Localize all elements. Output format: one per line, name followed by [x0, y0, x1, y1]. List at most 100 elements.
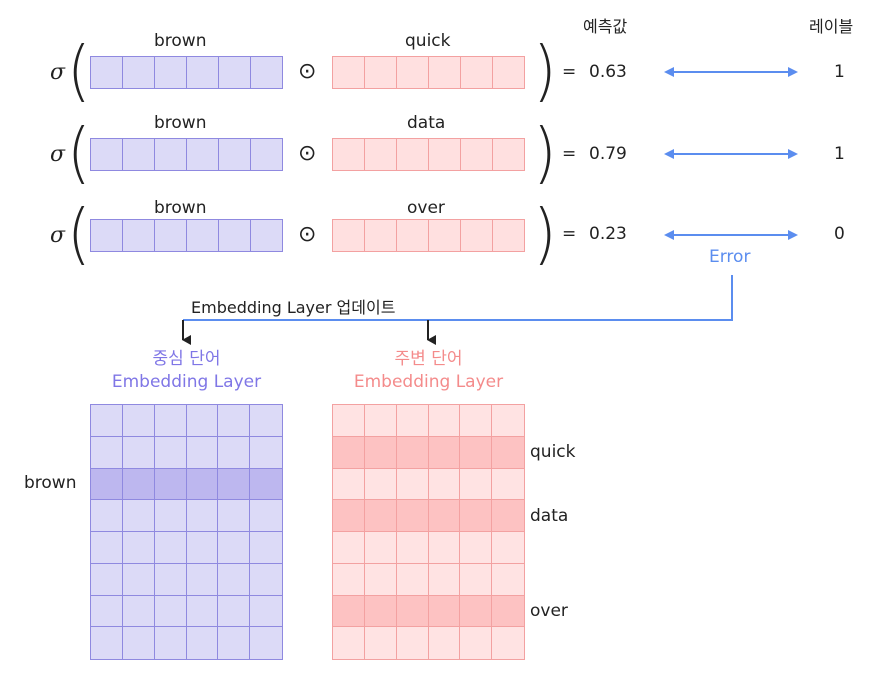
matrix-cell — [364, 595, 397, 628]
matrix-cell — [218, 468, 251, 501]
center-layer-title: 중심 단어 Embedding Layer — [90, 348, 283, 394]
matrix-cell — [187, 627, 219, 659]
matrix-cell — [122, 468, 155, 501]
matrix-cell — [396, 595, 429, 628]
matrix-cell — [218, 500, 251, 532]
context-word-vector — [332, 219, 525, 252]
matrix-cell — [428, 563, 461, 596]
elementwise-product-symbol: ⊙ — [298, 141, 317, 166]
matrix-cell — [91, 468, 123, 501]
label-header: 레이블 — [809, 17, 854, 36]
matrix-cell — [218, 563, 251, 596]
matrix-cell — [186, 563, 219, 596]
matrix-cell — [91, 532, 123, 564]
prediction-value: 0.23 — [589, 224, 627, 244]
label-value: 1 — [834, 62, 845, 82]
matrix-cell — [154, 468, 187, 501]
center-row-label: brown — [24, 473, 77, 493]
matrix-cell — [492, 500, 524, 532]
left-paren: ( — [67, 114, 91, 191]
matrix-cell — [250, 564, 282, 596]
matrix-cell — [364, 532, 397, 564]
context-row-label-data: data — [530, 506, 569, 526]
context-row-label-over: over — [530, 601, 568, 621]
matrix-cell — [250, 468, 282, 501]
error-label: Error — [709, 247, 751, 267]
context-word-label: over — [407, 198, 445, 218]
matrix-cell — [397, 627, 429, 659]
matrix-cell — [154, 595, 187, 628]
matrix-cell — [186, 468, 219, 501]
right-paren: ) — [533, 114, 557, 191]
center-word-vector — [90, 138, 283, 171]
matrix-cell — [123, 627, 155, 659]
matrix-cell — [122, 595, 155, 628]
matrix-cell — [428, 405, 461, 437]
matrix-cell — [91, 563, 123, 596]
matrix-cell — [218, 405, 251, 437]
elementwise-product-symbol: ⊙ — [298, 59, 317, 84]
label-value: 0 — [834, 224, 845, 244]
matrix-cell — [154, 436, 187, 469]
context-word-label: quick — [405, 31, 451, 51]
matrix-cell — [250, 627, 282, 659]
center-word-label: brown — [154, 198, 207, 218]
matrix-cell — [91, 405, 123, 437]
matrix-cell — [186, 532, 219, 564]
sigma-symbol: σ — [50, 142, 66, 167]
sigma-symbol: σ — [50, 223, 66, 248]
center-word-label: brown — [154, 31, 207, 51]
matrix-cell — [333, 595, 365, 628]
elementwise-product-symbol: ⊙ — [298, 222, 317, 247]
matrix-cell — [428, 500, 461, 532]
context-word-label: data — [407, 113, 446, 133]
matrix-cell — [154, 532, 187, 564]
left-paren: ( — [67, 32, 91, 109]
context-embedding-matrix — [332, 404, 525, 660]
matrix-cell — [428, 436, 461, 469]
matrix-cell — [428, 468, 461, 501]
left-paren: ( — [67, 195, 91, 272]
context-word-vector — [332, 138, 525, 171]
matrix-cell — [396, 436, 429, 469]
center-word-vector — [90, 56, 283, 89]
matrix-cell — [333, 405, 365, 437]
context-row-label-quick: quick — [530, 442, 576, 462]
matrix-cell — [186, 500, 219, 532]
right-paren: ) — [533, 32, 557, 109]
matrix-cell — [91, 627, 123, 659]
matrix-cell — [218, 532, 251, 564]
matrix-cell — [333, 563, 365, 596]
matrix-cell — [429, 627, 461, 659]
matrix-cell — [428, 532, 461, 564]
center-embedding-matrix — [90, 404, 283, 660]
matrix-cell — [333, 627, 365, 659]
center-layer-title-line2: Embedding Layer — [111, 372, 262, 392]
matrix-cell — [122, 532, 155, 564]
matrix-cell — [186, 595, 219, 628]
context-word-vector — [332, 56, 525, 89]
center-word-label: brown — [154, 113, 207, 133]
matrix-cell — [250, 500, 282, 532]
matrix-cell — [250, 437, 282, 469]
matrix-cell — [364, 563, 397, 596]
matrix-cell — [460, 595, 493, 628]
matrix-cell — [492, 436, 524, 469]
matrix-cell — [460, 563, 493, 596]
matrix-cell — [154, 563, 187, 596]
matrix-cell — [364, 436, 397, 469]
equals-sign: = — [562, 224, 577, 244]
matrix-cell — [250, 596, 282, 628]
matrix-cell — [186, 436, 219, 469]
matrix-cell — [396, 405, 429, 437]
matrix-cell — [186, 405, 219, 437]
matrix-cell — [460, 405, 493, 437]
matrix-cell — [365, 627, 397, 659]
update-label: Embedding Layer 업데이트 — [189, 294, 398, 318]
sigma-symbol: σ — [50, 60, 66, 85]
matrix-cell — [122, 436, 155, 469]
matrix-cell — [460, 627, 493, 659]
matrix-cell — [364, 500, 397, 532]
matrix-cell — [460, 436, 493, 469]
equals-sign: = — [562, 62, 577, 82]
